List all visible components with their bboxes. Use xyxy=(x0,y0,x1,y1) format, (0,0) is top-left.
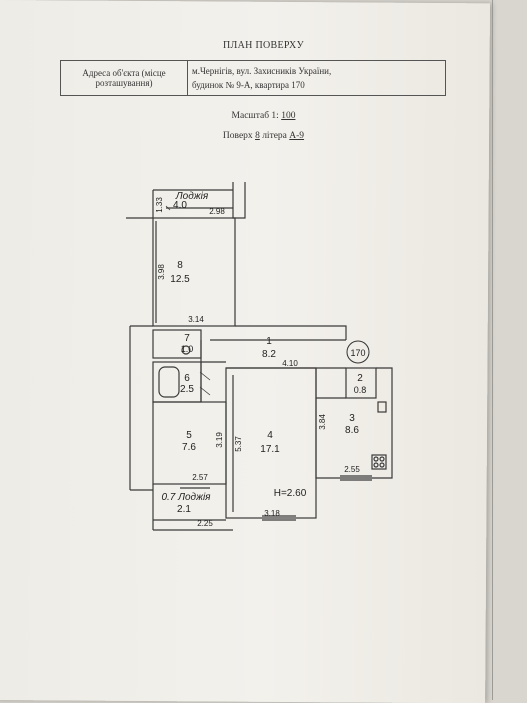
room-6-num: 6 xyxy=(184,373,190,384)
floor-value: 8 xyxy=(255,131,260,141)
apartment-number: 170 xyxy=(350,348,365,358)
dim-2-25: 2.25 xyxy=(197,519,213,528)
room-loggia-top-label: Лоджія xyxy=(175,191,209,202)
room-8-num: 8 xyxy=(177,260,183,271)
room-3-area: 8.6 xyxy=(345,425,359,436)
room-4-num: 4 xyxy=(267,430,273,441)
room-1-num: 1 xyxy=(266,336,272,347)
dimension-ticks xyxy=(150,205,316,396)
address-line-2: будинок № 9-А, квартира 170 xyxy=(192,80,305,90)
room-6-area: 2.5 xyxy=(180,384,194,395)
scale-value: 100 xyxy=(281,111,296,121)
room-5-num: 5 xyxy=(186,430,192,441)
litera-value: А-9 xyxy=(289,131,305,141)
dim-1-33: 1.33 xyxy=(155,197,164,213)
room-4-area: 17.1 xyxy=(260,444,280,455)
dim-2-55: 2.55 xyxy=(344,465,360,474)
dim-3-98: 3.98 xyxy=(157,264,166,280)
dim-3-19: 3.19 xyxy=(215,432,224,448)
dim-3-84: 3.84 xyxy=(318,414,327,430)
dim-4-10: 4.10 xyxy=(282,359,298,368)
dim-3-14: 3.14 xyxy=(188,315,204,324)
address-value: м.Чернігів, вул. Захисників України, буд… xyxy=(187,60,446,96)
room-5-area: 7.6 xyxy=(182,442,196,453)
room-7-area: 1.0 xyxy=(181,344,194,354)
room-loggia-bottom-label: 0.7 Лоджія xyxy=(161,492,211,503)
address-line-1: м.Чернігів, вул. Захисників України, xyxy=(192,66,332,76)
address-label: Адреса об'єкта (місце розташування) xyxy=(60,60,188,96)
floor-prefix: Поверх xyxy=(222,131,253,141)
dim-2-57: 2.57 xyxy=(192,473,208,482)
room-3-num: 3 xyxy=(349,413,355,424)
address-table: Адреса об'єкта (місце розташування) м.Че… xyxy=(60,60,446,96)
scale-line: Масштаб 1: 100 xyxy=(0,111,527,121)
room-2-num: 2 xyxy=(357,373,363,384)
room-7-num: 7 xyxy=(184,333,190,344)
room-2-area: 0.8 xyxy=(354,385,367,395)
apartment-number-circle xyxy=(346,340,370,364)
room-loggia-top-area: 4.0 xyxy=(173,200,187,211)
ceiling-height: H=2.60 xyxy=(274,488,307,499)
room-loggia-bottom-area: 2.1 xyxy=(177,504,191,515)
floor-line: Поверх 8 літера А-9 xyxy=(0,131,527,141)
plan-walls xyxy=(126,182,393,531)
room-8-area: 12.5 xyxy=(170,274,190,285)
room-1-area: 8.2 xyxy=(262,349,276,360)
dim-5-37: 5.37 xyxy=(234,436,243,452)
scale-prefix: Масштаб 1: xyxy=(231,111,279,121)
paper-edge-line xyxy=(492,0,493,700)
dim-3-18: 3.18 xyxy=(264,509,280,518)
document-title: ПЛАН ПОВЕРХУ xyxy=(223,40,304,51)
litera-prefix: літера xyxy=(262,131,287,141)
dim-2-98: 2.98 xyxy=(209,207,225,216)
